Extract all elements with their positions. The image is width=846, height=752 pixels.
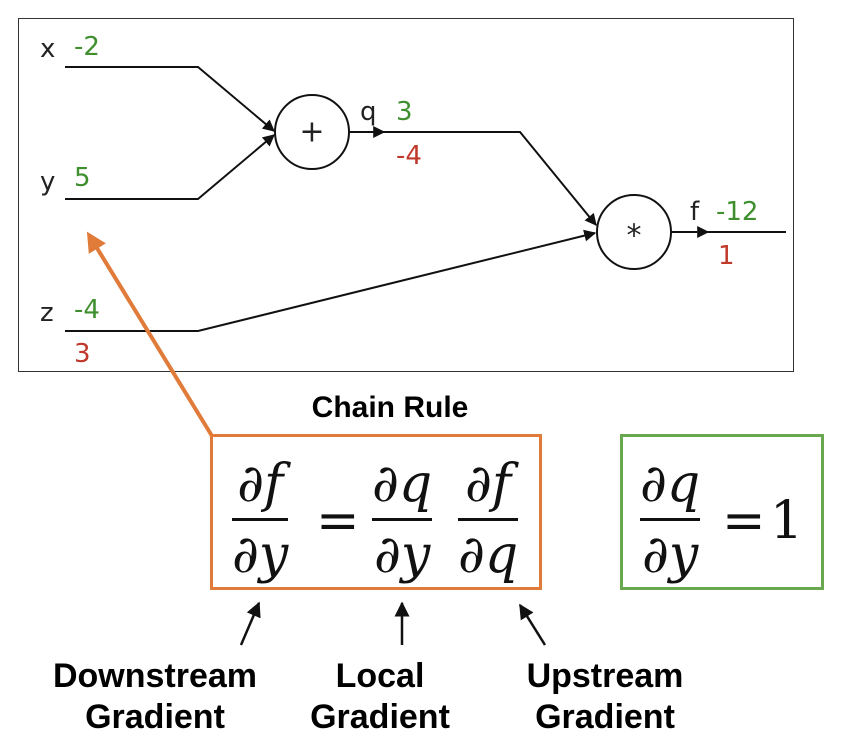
caption-line: Upstream <box>526 657 684 695</box>
x-value: -2 <box>74 32 100 62</box>
multiply-symbol: * <box>626 218 642 254</box>
caption-line: Gradient <box>535 697 675 736</box>
downstream-caption-arrow <box>239 601 261 646</box>
df-numerator: ∂f <box>465 454 512 514</box>
x-wire <box>65 66 275 132</box>
y-label: y <box>40 167 56 197</box>
caption-line: Gradient <box>310 697 450 736</box>
q-label: q <box>360 97 377 127</box>
q-wire-out <box>384 131 597 226</box>
caption-line: Local <box>335 657 425 695</box>
fraction-bar <box>372 518 433 521</box>
f-value: -12 <box>716 197 759 227</box>
y-wire <box>65 134 275 200</box>
x-label: x <box>40 34 56 64</box>
downstream-fraction: ∂f ∂y <box>232 454 289 585</box>
fraction-bar <box>232 518 289 521</box>
upstream-fraction: ∂f ∂q <box>458 454 519 585</box>
f-gradient: 1 <box>718 241 735 271</box>
chain-rule-box <box>210 434 542 590</box>
dq-numerator: ∂q <box>372 454 433 514</box>
dy-denominator: ∂y <box>232 525 289 585</box>
caption-line: Downstream <box>52 657 258 695</box>
z-gradient: 3 <box>74 339 91 369</box>
local-value-result: 1 <box>770 491 804 551</box>
fraction-bar <box>458 518 519 521</box>
local-fraction: ∂q ∂y <box>372 454 433 585</box>
dy-denominator: ∂y <box>373 525 431 585</box>
upstream-caption-arrow <box>518 603 547 646</box>
local-gradient-caption: Local Gradient <box>300 656 460 738</box>
y-value: 5 <box>74 163 91 193</box>
dq-numerator: ∂q <box>640 454 701 514</box>
upstream-gradient-caption: Upstream Gradient <box>510 656 700 738</box>
local-gradient-value-box <box>620 434 824 590</box>
z-value: -4 <box>74 295 100 325</box>
add-symbol: + <box>299 114 325 150</box>
computational-graph-frame <box>18 18 794 372</box>
caption-line: Gradient <box>85 697 225 736</box>
z-label: z <box>40 298 54 328</box>
q-gradient: -4 <box>396 141 422 171</box>
f-label: f <box>690 197 700 227</box>
z-wire <box>65 229 597 332</box>
dy-denominator: ∂y <box>641 525 699 585</box>
df-numerator: ∂f <box>237 454 284 514</box>
add-node <box>274 94 350 170</box>
downstream-pointer-arrow <box>86 231 214 438</box>
fraction-bar <box>640 518 701 521</box>
multiply-node <box>596 194 672 270</box>
local-value-fraction: ∂q ∂y <box>640 454 701 585</box>
dq-denominator: ∂q <box>458 525 519 585</box>
chain-rule-title: Chain Rule <box>311 391 469 424</box>
q-value: 3 <box>396 97 413 127</box>
downstream-gradient-caption: Downstream Gradient <box>40 656 270 738</box>
equals-sign: = <box>722 491 766 551</box>
equals-sign: = <box>316 491 360 551</box>
